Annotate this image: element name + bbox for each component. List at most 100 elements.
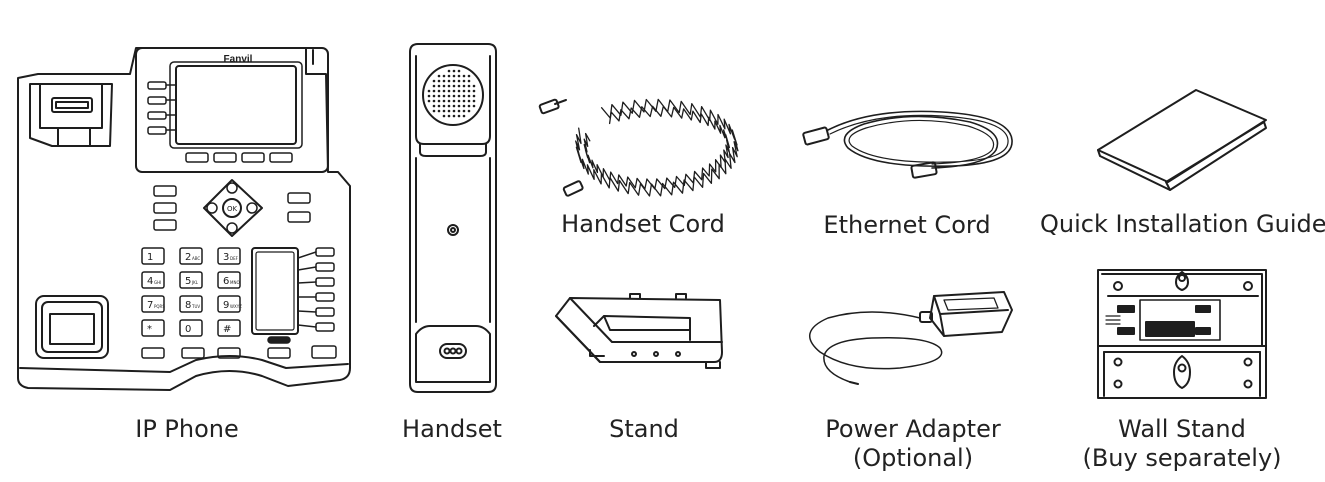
speaker-hole bbox=[452, 104, 456, 108]
speaker-hole bbox=[447, 69, 451, 73]
speaker-hole bbox=[457, 79, 461, 83]
handset-caption: Handset bbox=[402, 415, 502, 443]
speaker-hole bbox=[457, 114, 461, 118]
speaker-hole bbox=[457, 69, 461, 73]
speaker-hole bbox=[452, 84, 456, 88]
speaker-hole bbox=[432, 79, 436, 83]
speaker-hole bbox=[442, 104, 446, 108]
quick-guide-drawing bbox=[1097, 89, 1267, 191]
main-screen bbox=[175, 65, 297, 145]
dialpad-key-letters: JKL bbox=[191, 280, 199, 285]
ethernet-cord-drawing bbox=[802, 110, 1013, 179]
speaker-hole bbox=[427, 94, 431, 98]
speaker-hole bbox=[452, 69, 456, 73]
quick-guide-caption: Quick Installation Guide bbox=[1040, 210, 1325, 238]
speaker-hole bbox=[432, 84, 436, 88]
speaker-hole bbox=[467, 84, 471, 88]
soft-keys bbox=[185, 152, 293, 163]
dialpad-key-digit: 3 bbox=[223, 252, 229, 263]
dialpad-key-digit: * bbox=[147, 324, 152, 335]
speaker-hole bbox=[447, 84, 451, 88]
speaker-hole bbox=[437, 109, 441, 113]
speaker-hole bbox=[447, 99, 451, 103]
speaker-hole bbox=[447, 109, 451, 113]
speaker-hole bbox=[457, 74, 461, 78]
speaker-hole bbox=[447, 114, 451, 118]
speaker-hole bbox=[462, 89, 466, 93]
dialpad-key-digit: 9 bbox=[223, 300, 229, 311]
speaker-hole bbox=[472, 104, 476, 108]
dialpad-key-digit: 8 bbox=[185, 300, 191, 311]
speaker-hole bbox=[452, 94, 456, 98]
speaker-hole bbox=[442, 109, 446, 113]
ethernet-cord-caption: Ethernet Cord bbox=[823, 211, 991, 239]
wall-stand-caption: Wall Stand (Buy separately) bbox=[1082, 415, 1282, 473]
line-keys bbox=[147, 81, 177, 135]
speaker-hole bbox=[462, 84, 466, 88]
dialpad-key-letters: GHI bbox=[154, 280, 161, 285]
speaker-hole bbox=[432, 89, 436, 93]
wall-stand-caption-line1: Wall Stand bbox=[1118, 415, 1246, 443]
speaker-hole bbox=[467, 104, 471, 108]
speaker-hole bbox=[442, 89, 446, 93]
dss-keys bbox=[297, 247, 335, 332]
speaker-hole bbox=[462, 74, 466, 78]
speaker-hole bbox=[472, 84, 476, 88]
wall-stand-caption-line2: (Buy separately) bbox=[1082, 444, 1282, 472]
speaker-hole bbox=[452, 79, 456, 83]
speaker-hole bbox=[467, 74, 471, 78]
bottom-keys bbox=[141, 336, 337, 359]
wall-stand-drawing bbox=[1097, 269, 1267, 399]
speaker-hole bbox=[462, 109, 466, 113]
function-keys-right bbox=[287, 192, 311, 223]
speaker-hole bbox=[442, 114, 446, 118]
speaker-hole bbox=[472, 94, 476, 98]
speaker-hole bbox=[452, 99, 456, 103]
speaker-hole bbox=[447, 89, 451, 93]
handset-cord-caption: Handset Cord bbox=[561, 210, 725, 238]
speaker-hole bbox=[462, 104, 466, 108]
speaker-hole bbox=[452, 89, 456, 93]
speaker-hole bbox=[452, 114, 456, 118]
side-screen bbox=[251, 247, 299, 335]
speaker-hole bbox=[462, 79, 466, 83]
dialpad-key-digit: 7 bbox=[147, 300, 153, 311]
speaker-hole bbox=[457, 89, 461, 93]
ok-label: OK bbox=[227, 205, 238, 213]
speaker-hole bbox=[427, 99, 431, 103]
speaker-hole bbox=[442, 99, 446, 103]
dialpad-key-letters: DEF bbox=[230, 256, 239, 261]
speaker-hole bbox=[432, 104, 436, 108]
speaker-hole bbox=[442, 84, 446, 88]
stand-caption: Stand bbox=[609, 415, 679, 443]
dialpad-key: 0 bbox=[179, 319, 203, 337]
dialpad-key-digit: 0 bbox=[185, 324, 191, 335]
speaker-hole bbox=[437, 79, 441, 83]
speaker-hole bbox=[467, 109, 471, 113]
speaker-hole bbox=[462, 114, 466, 118]
stand-drawing bbox=[555, 293, 723, 369]
speaker-hole bbox=[437, 94, 441, 98]
power-adapter-caption: Power Adapter (Optional) bbox=[810, 415, 1016, 473]
speaker-hole bbox=[432, 99, 436, 103]
speaker-hole bbox=[442, 74, 446, 78]
navigation-cluster: OK bbox=[203, 179, 263, 237]
speaker-hole bbox=[462, 99, 466, 103]
dialpad-key-letters: TUV bbox=[191, 304, 200, 309]
brand-logo: Fanvil bbox=[224, 54, 253, 65]
speaker-hole bbox=[447, 94, 451, 98]
speaker-hole bbox=[457, 84, 461, 88]
function-keys-left bbox=[153, 185, 177, 231]
handset-cord-drawing bbox=[538, 98, 739, 197]
speaker-hole bbox=[452, 74, 456, 78]
dialpad-key-letters: WXYZ bbox=[230, 304, 242, 309]
